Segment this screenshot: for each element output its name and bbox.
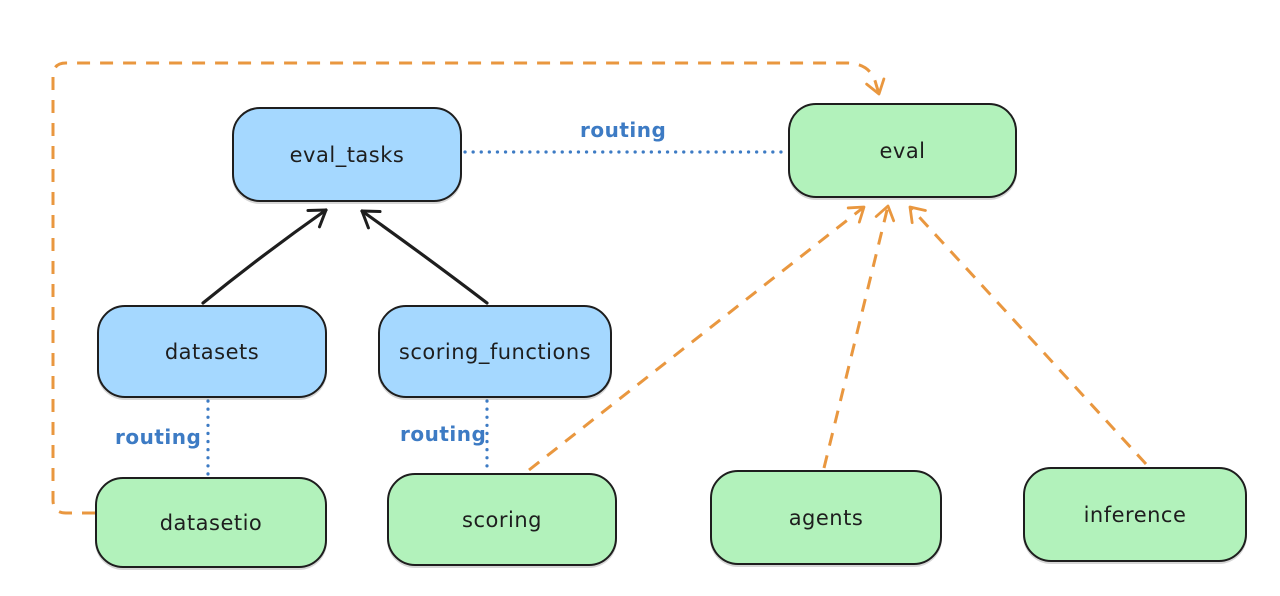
edge-inference-to-eval xyxy=(908,205,1148,466)
node-scoring-functions-label: scoring_functions xyxy=(398,339,592,364)
node-agents-label: agents xyxy=(788,505,864,530)
node-scoring: scoring xyxy=(387,473,617,566)
node-inference: inference xyxy=(1023,467,1247,562)
edge-agents-to-eval xyxy=(822,204,896,469)
node-eval-tasks: eval_tasks xyxy=(232,107,462,202)
node-scoring-functions: scoring_functions xyxy=(378,305,612,398)
node-eval-label: eval xyxy=(879,138,926,163)
node-datasetio-label: datasetio xyxy=(159,510,263,535)
node-scoring-label: scoring xyxy=(462,507,542,532)
node-agents: agents xyxy=(710,470,942,565)
edge-label-routing-scoring: routing xyxy=(400,422,487,446)
node-eval: eval xyxy=(788,103,1017,198)
node-inference-label: inference xyxy=(1083,502,1187,527)
edge-label-routing-eval: routing xyxy=(580,118,667,142)
node-datasetio: datasetio xyxy=(95,477,327,568)
node-datasets-label: datasets xyxy=(164,339,260,364)
node-eval-tasks-label: eval_tasks xyxy=(289,142,405,167)
edge-datasets-to-eval-tasks xyxy=(201,208,328,305)
edge-label-routing-datasetio: routing xyxy=(115,425,202,449)
edge-scoring-to-eval xyxy=(528,205,866,472)
edge-datasetio-to-eval xyxy=(51,61,886,515)
node-datasets: datasets xyxy=(97,305,327,398)
edge-scoring-functions-to-eval-tasks xyxy=(360,209,489,305)
